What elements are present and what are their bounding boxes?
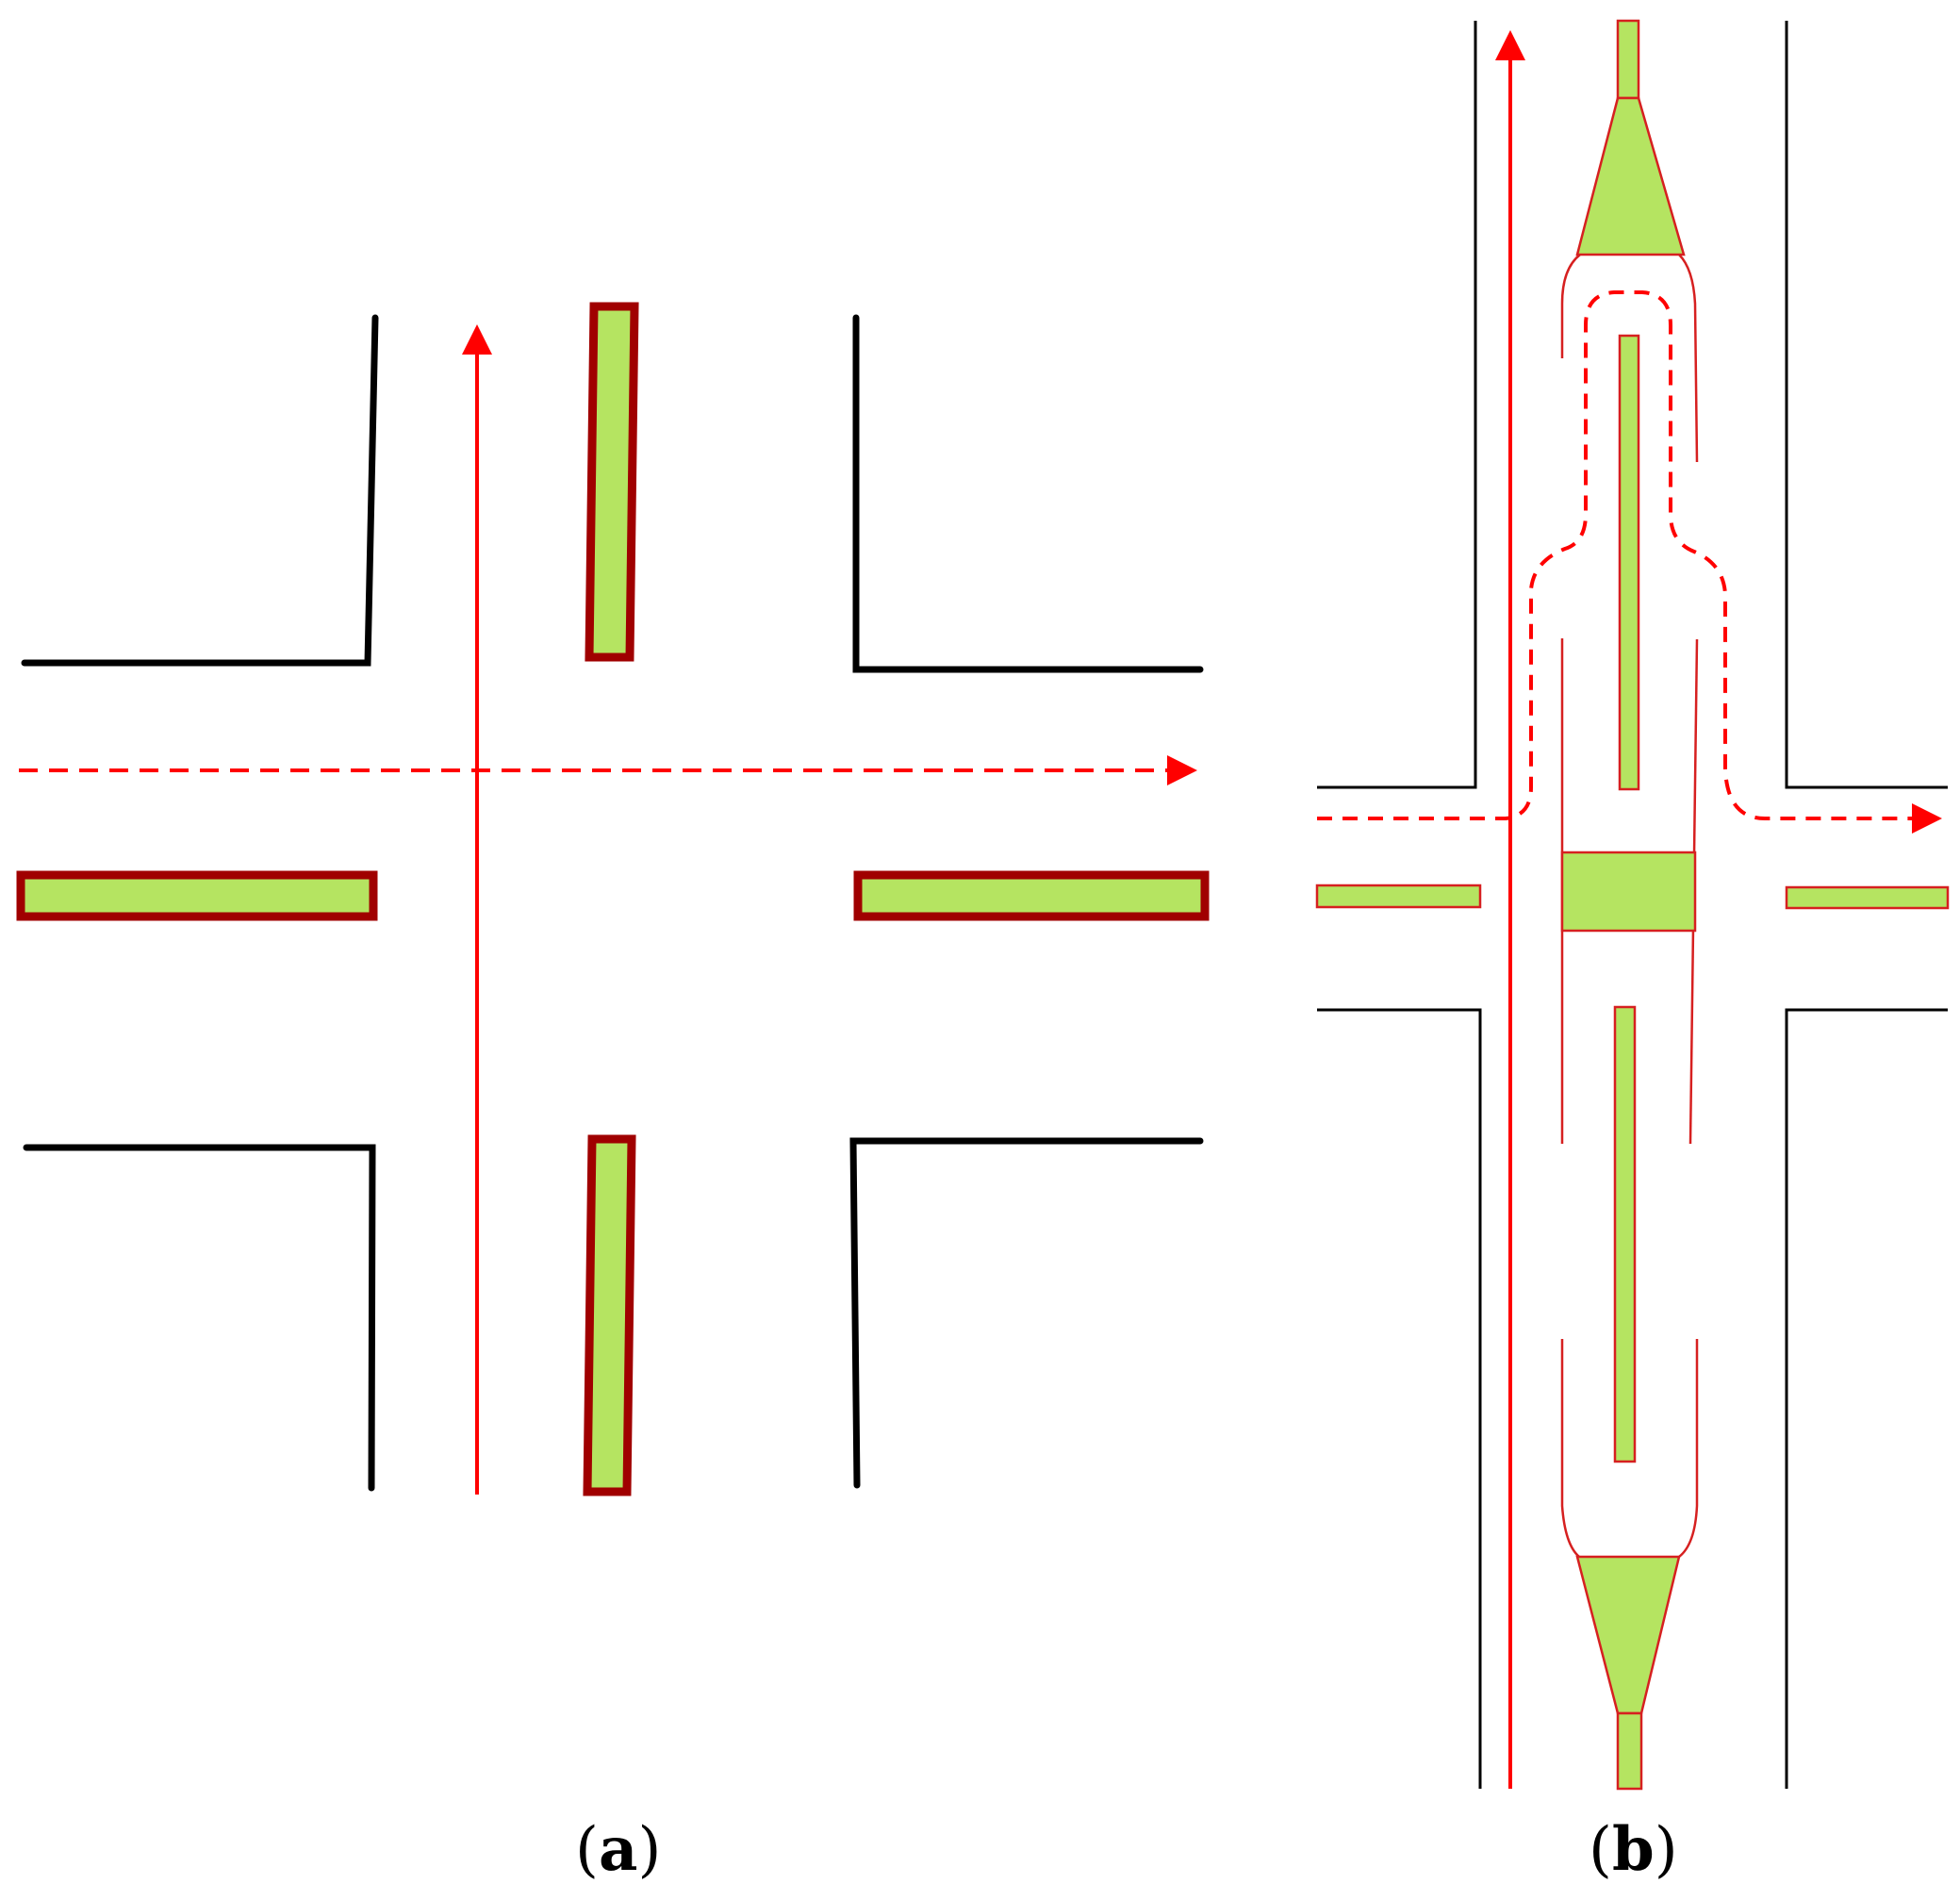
median-b-south-strip xyxy=(1613,1005,1637,1463)
curb-top-right xyxy=(852,314,1204,673)
curb-b-top-right xyxy=(1785,21,1948,789)
median-south xyxy=(583,1134,636,1496)
panel-a-conventional-intersection xyxy=(16,302,1210,1496)
median-b-north-strip xyxy=(1618,334,1640,791)
curb-bottom-left xyxy=(23,1144,376,1492)
panel-a-label: (a) xyxy=(575,1820,661,1881)
median-b-north-taper xyxy=(1575,96,1686,256)
panel-b-curbs xyxy=(1317,21,1948,1789)
caption-b-open-paren: ( xyxy=(1589,1815,1612,1885)
lane-edge-top-left xyxy=(1560,254,1581,358)
panel-b-median-uturn-intersection xyxy=(1315,19,1950,1791)
curb-b-bottom-right xyxy=(1785,1008,1948,1789)
median-west xyxy=(16,870,378,921)
uturn-path-arrow xyxy=(1317,290,1942,834)
median-north xyxy=(585,302,639,662)
panel-a-medians xyxy=(16,302,1210,1496)
median-east xyxy=(853,870,1210,921)
caption-b-letter: b xyxy=(1611,1814,1655,1885)
caption-a-open-paren: ( xyxy=(575,1815,599,1885)
lane-edge-bottom-left xyxy=(1560,1339,1580,1558)
median-b-south-stem xyxy=(1616,1711,1643,1791)
caption-a-letter: a xyxy=(598,1814,638,1885)
curb-b-bottom-left xyxy=(1317,1008,1482,1789)
curb-top-left xyxy=(21,314,379,667)
median-b-west xyxy=(1315,884,1482,909)
panel-b-medians xyxy=(1315,19,1950,1791)
curb-b-top-left xyxy=(1317,21,1477,789)
caption-a-close-paren: ) xyxy=(637,1815,662,1885)
lane-edge-top-right xyxy=(1678,254,1699,463)
median-b-north-stem xyxy=(1616,19,1640,100)
curb-bottom-right xyxy=(849,1137,1204,1489)
panel-a-curbs xyxy=(21,314,1204,1492)
median-b-south-taper xyxy=(1575,1555,1681,1715)
lane-edge-bottom-right xyxy=(1678,1339,1699,1558)
median-b-east xyxy=(1785,885,1950,910)
median-b-center-block xyxy=(1560,851,1697,933)
caption-b-close-paren: ) xyxy=(1654,1815,1678,1885)
panel-b-label: (b) xyxy=(1589,1820,1678,1881)
